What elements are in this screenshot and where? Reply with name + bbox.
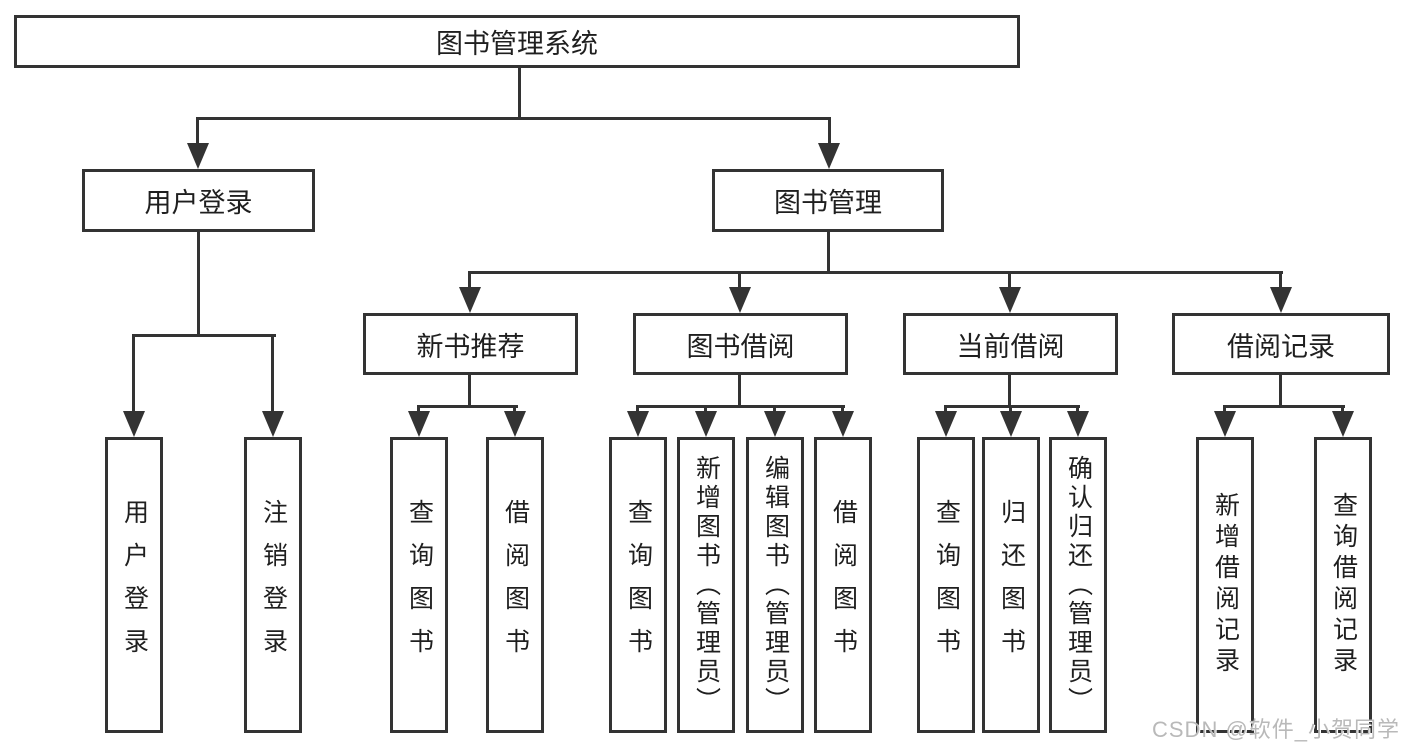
leaf-borrow-books-label: 借阅图书 <box>829 499 858 671</box>
node-book-borrow-label: 图书借阅 <box>686 331 795 362</box>
connector-stem <box>468 271 471 289</box>
connector-rail <box>944 405 1080 408</box>
leaf-logout: 注销登录 <box>244 437 302 733</box>
node-library-system-label: 图书管理系统 <box>436 29 598 59</box>
node-borrow-records: 借阅记录 <box>1172 313 1390 375</box>
arrowhead-down-icon <box>504 411 526 437</box>
connector-stem <box>1008 375 1011 408</box>
node-new-book-recommend: 新书推荐 <box>363 313 578 375</box>
leaf-query-books-recommend: 查询图书 <box>390 437 448 733</box>
arrowhead-down-icon <box>1000 411 1022 437</box>
connector-stem <box>1279 271 1282 289</box>
node-borrow-records-label: 借阅记录 <box>1227 331 1335 362</box>
connector-stem <box>271 334 274 415</box>
arrowhead-down-icon <box>1332 411 1354 437</box>
leaf-query-borrow-record: 查询借阅记录 <box>1314 437 1372 733</box>
connector-level1-rail <box>197 117 831 120</box>
leaf-add-book-admin: 新增图书（管理员） <box>677 437 735 733</box>
connector-rail <box>417 405 518 408</box>
connector-login-stem <box>197 232 200 337</box>
leaf-borrow-books: 借阅图书 <box>814 437 872 733</box>
arrowhead-down-icon <box>1067 411 1089 437</box>
node-book-management: 图书管理 <box>712 169 944 232</box>
connector-level2-rail <box>469 271 1283 274</box>
leaf-logout-label: 注销登录 <box>259 499 288 671</box>
leaf-user-login: 用户登录 <box>105 437 163 733</box>
arrowhead-down-icon <box>408 411 430 437</box>
arrowhead-down-icon <box>999 287 1021 313</box>
leaf-edit-book-admin: 编辑图书（管理员） <box>746 437 804 733</box>
leaf-query-books-borrow-label: 查询图书 <box>624 499 653 671</box>
node-book-management-label: 图书管理 <box>774 188 882 218</box>
csdn-watermark: CSDN @软件_小贺同学 <box>1152 717 1401 742</box>
leaf-borrow-books-recommend: 借阅图书 <box>486 437 544 733</box>
connector-stem <box>1279 375 1282 408</box>
arrowhead-down-icon <box>262 411 284 437</box>
arrowhead-down-icon <box>123 411 145 437</box>
connector-stem <box>828 117 831 145</box>
connector-stem <box>738 375 741 408</box>
connector-root-stem <box>518 68 521 118</box>
node-current-borrow-label: 当前借阅 <box>956 331 1065 362</box>
arrowhead-down-icon <box>729 287 751 313</box>
node-library-system: 图书管理系统 <box>14 15 1020 68</box>
node-user-login: 用户登录 <box>82 169 315 232</box>
leaf-add-borrow-record: 新增借阅记录 <box>1196 437 1254 733</box>
arrowhead-down-icon <box>695 411 717 437</box>
leaf-query-books-current: 查询图书 <box>917 437 975 733</box>
connector-rail <box>636 405 845 408</box>
leaf-add-borrow-record-label: 新增借阅记录 <box>1211 492 1240 678</box>
leaf-query-books-borrow: 查询图书 <box>609 437 667 733</box>
arrowhead-down-icon <box>764 411 786 437</box>
connector-stem <box>738 271 741 289</box>
connector-mgmt-stem <box>827 232 830 274</box>
leaf-borrow-books-recommend-label: 借阅图书 <box>501 499 530 671</box>
leaf-confirm-return-admin: 确认归还（管理员） <box>1049 437 1107 733</box>
node-current-borrow: 当前借阅 <box>903 313 1118 375</box>
node-user-login-label: 用户登录 <box>144 188 253 218</box>
arrowhead-down-icon <box>627 411 649 437</box>
connector-login-rail <box>132 334 276 337</box>
leaf-edit-book-admin-label: 编辑图书（管理员） <box>761 454 790 716</box>
leaf-return-book: 归还图书 <box>982 437 1040 733</box>
leaf-query-borrow-record-label: 查询借阅记录 <box>1329 492 1358 678</box>
leaf-query-books-current-label: 查询图书 <box>932 499 961 671</box>
leaf-query-books-recommend-label: 查询图书 <box>405 499 434 671</box>
connector-stem <box>1008 271 1011 289</box>
connector-stem <box>468 375 471 408</box>
leaf-return-book-label: 归还图书 <box>997 499 1026 671</box>
leaf-user-login-label: 用户登录 <box>120 499 149 671</box>
arrowhead-down-icon <box>187 143 209 169</box>
connector-stem <box>196 117 199 145</box>
connector-rail <box>1223 405 1345 408</box>
arrowhead-down-icon <box>818 143 840 169</box>
node-new-book-recommend-label: 新书推荐 <box>416 331 525 362</box>
arrowhead-down-icon <box>832 411 854 437</box>
leaf-confirm-return-admin-label: 确认归还（管理员） <box>1064 454 1093 716</box>
leaf-add-book-admin-label: 新增图书（管理员） <box>692 454 721 716</box>
arrowhead-down-icon <box>935 411 957 437</box>
node-book-borrow: 图书借阅 <box>633 313 848 375</box>
arrowhead-down-icon <box>459 287 481 313</box>
arrowhead-down-icon <box>1214 411 1236 437</box>
connector-stem <box>132 334 135 415</box>
arrowhead-down-icon <box>1270 287 1292 313</box>
